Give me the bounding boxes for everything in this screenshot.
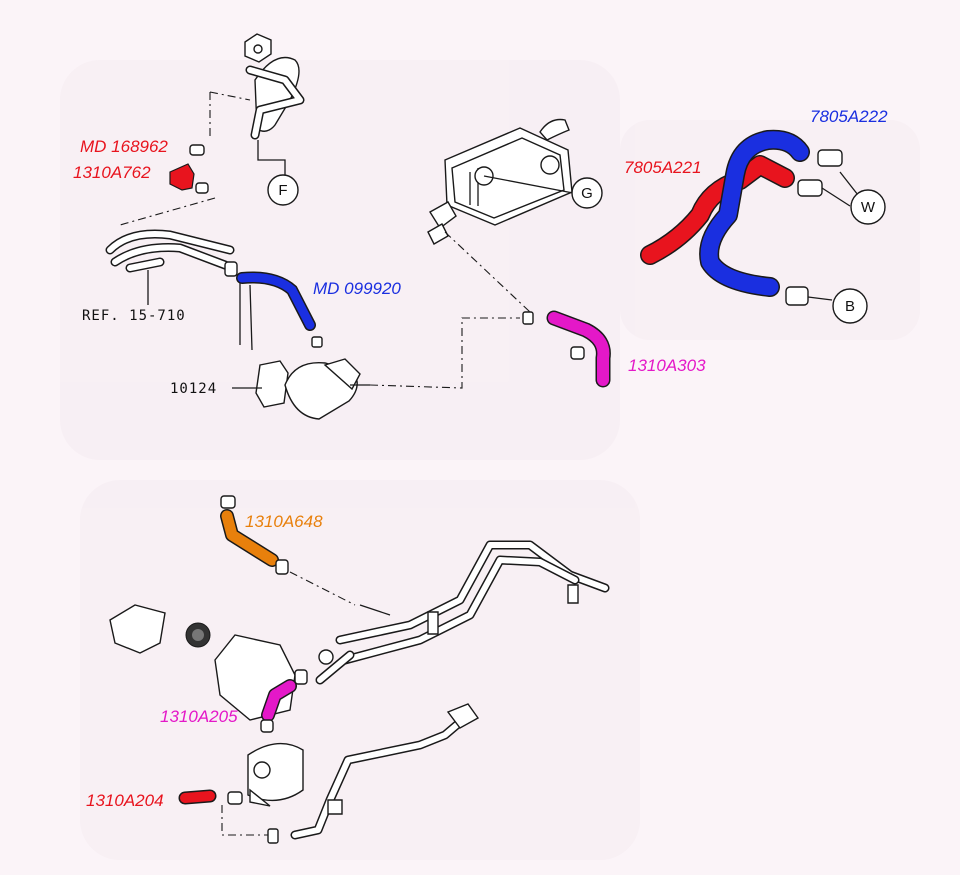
lower-housing xyxy=(247,742,304,807)
upper-bracket-assembly xyxy=(244,33,305,140)
label-md168962: MD 168962 xyxy=(80,137,168,156)
callout-w-label: W xyxy=(861,199,876,216)
label-7805a222: 7805A222 xyxy=(810,107,888,126)
callout-f: F xyxy=(267,174,299,206)
clamp-md168962-top xyxy=(189,144,205,156)
leader-housing-to-oilcooler xyxy=(369,317,520,389)
label-1310a762: 1310A762 xyxy=(73,163,151,182)
leader-1310a204 xyxy=(221,805,268,836)
label-1310a204: 1310A204 xyxy=(86,791,164,810)
callout-g: G xyxy=(571,177,603,209)
label-1310a205: 1310A205 xyxy=(160,707,238,726)
hose-1310a303 xyxy=(522,310,611,388)
hose-1310a205 xyxy=(260,669,308,733)
clamp-bottom xyxy=(267,828,279,844)
elbow-1310a762 xyxy=(169,163,195,191)
leader-elbow xyxy=(119,197,216,226)
callout-f-label: F xyxy=(278,182,287,199)
callout-b-label: B xyxy=(845,298,855,315)
oil-cooler-assembly xyxy=(427,118,573,245)
leader-1310a648 xyxy=(289,571,356,606)
callout-b: B xyxy=(832,288,868,324)
clamp-md168962-bottom xyxy=(195,182,209,194)
hose-md099920 xyxy=(224,261,323,348)
hose-1310a648 xyxy=(220,495,289,575)
leader-top-1 xyxy=(209,91,251,140)
thermostat-housing-10124 xyxy=(255,358,370,420)
pipe-cluster-ref xyxy=(105,229,253,351)
label-ref-15-710: REF. 15-710 xyxy=(82,308,186,324)
leader-f xyxy=(257,140,286,175)
label-md099920: MD 099920 xyxy=(313,279,401,298)
label-7805a221: 7805A221 xyxy=(624,158,702,177)
leader-g xyxy=(483,175,574,194)
callout-g-label: G xyxy=(581,185,593,202)
callout-w: W xyxy=(850,189,886,225)
leader-b xyxy=(807,296,833,301)
label-1310a648: 1310A648 xyxy=(245,512,323,531)
label-1310a303: 1310A303 xyxy=(628,356,706,375)
leader-w xyxy=(821,171,859,207)
lower-water-pipe xyxy=(290,703,480,840)
hose-7805a222-blue xyxy=(699,129,810,297)
water-pipe-main xyxy=(315,540,610,685)
hose-1310a204 xyxy=(178,789,243,805)
clamps-heater xyxy=(785,149,843,306)
leader-oilcooler-down xyxy=(444,231,531,313)
label-10124: 10124 xyxy=(170,381,217,397)
